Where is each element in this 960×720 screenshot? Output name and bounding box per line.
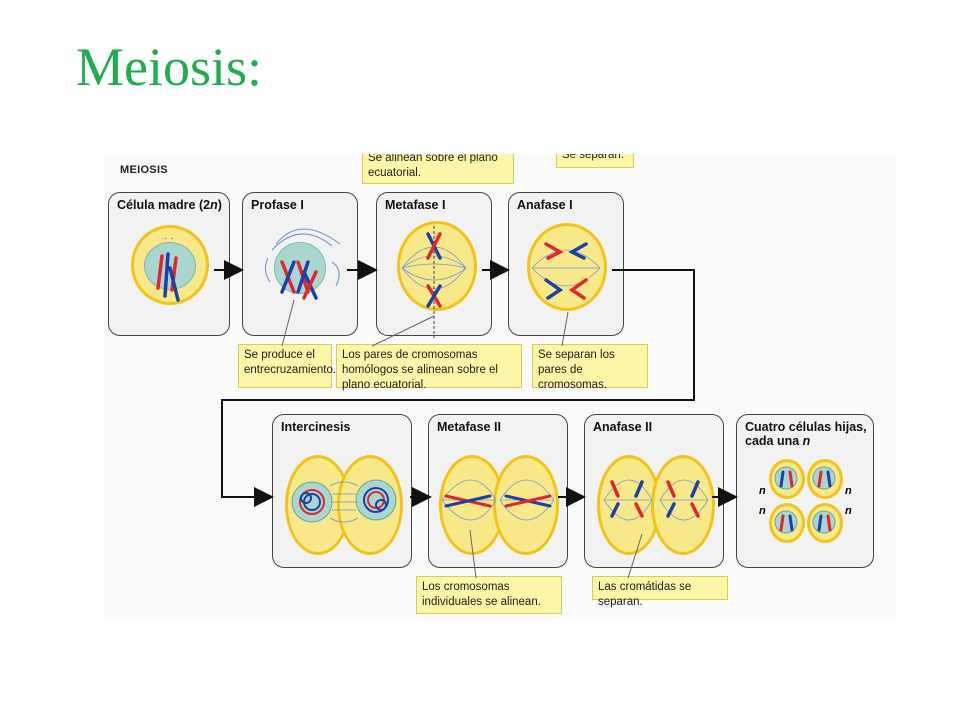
panel-title: Metafase II: [437, 420, 501, 434]
top-caption-2: Se separan.: [556, 154, 634, 168]
ploidy-label-3: n: [759, 505, 766, 517]
svg-text:· ·: · ·: [164, 233, 173, 244]
daughter-cell-1: [769, 459, 805, 499]
metafase2-chromosomes: [444, 494, 552, 508]
connector-arrow: [221, 269, 695, 507]
anafase1-spindle: [531, 249, 601, 287]
figure-heading: MEIOSIS: [120, 164, 168, 176]
mother-chromosomes: [156, 252, 180, 302]
mother-cell: [131, 225, 209, 305]
daughter-chromosomes: [779, 470, 832, 532]
top-caption-1: Se alinean sobre el plano ecuatorial.: [362, 154, 514, 184]
ploidy-label-2: n: [845, 485, 852, 497]
ploidy-label-1: n: [759, 485, 766, 497]
panel-anafase-2: Anafase II: [584, 414, 724, 568]
panel-title: Cuatro células hijas,cada una n: [745, 420, 867, 448]
profase-chromosomes: [280, 260, 318, 300]
caption-profase-1: Se produce el entrecruzamiento.: [238, 344, 336, 388]
caption-anafase-1: Se separan los pares de cromosomas.: [532, 344, 648, 391]
panel-title: Anafase II: [593, 420, 653, 434]
caption-metafase-1: Los pares de cromosomas homólogos se ali…: [336, 344, 522, 391]
panel-title: Anafase I: [517, 198, 573, 212]
panel-title: Metafase I: [385, 198, 446, 212]
profase-spindle: [264, 228, 341, 287]
metafase1-chromosomes: [426, 232, 442, 308]
panel-title: Profase I: [251, 198, 304, 212]
caption-metafase-2: Los cromosomas individuales se alinean.: [416, 576, 562, 614]
slide-title: Meiosis:: [76, 37, 263, 97]
intercinesis-fibers: [329, 481, 359, 523]
panel-metafase-1: Metafase I: [376, 192, 492, 336]
anafase2-spindle: [603, 479, 709, 521]
cell-right: [651, 455, 715, 555]
ploidy-label-4: n: [845, 505, 852, 517]
panel-cuatro-celulas: Cuatro células hijas,cada una n n n n n: [736, 414, 874, 568]
panel-title: Intercinesis: [281, 420, 351, 434]
panel-title: Célula madre (2n): [117, 198, 222, 212]
nucleus: [144, 242, 196, 290]
anafase2-chromosomes: [610, 480, 700, 518]
anafase1-chromosomes: [544, 242, 588, 300]
intercinesis-chromatin: [299, 487, 389, 515]
daughter-nuclei: [774, 466, 836, 534]
panel-anafase-1: Anafase I: [508, 192, 624, 336]
intercinesis-nuclei: [291, 479, 397, 523]
cell: [527, 223, 607, 311]
pointer-lines: [281, 299, 643, 579]
caption-anafase-2: Las cromátidas se separan.: [592, 576, 728, 608]
